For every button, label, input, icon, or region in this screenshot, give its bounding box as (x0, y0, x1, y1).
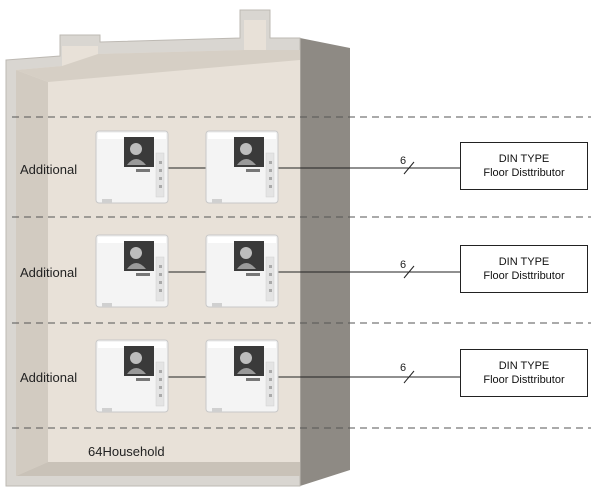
screen-face (240, 352, 252, 364)
handset-key (159, 265, 162, 268)
handset-key (269, 370, 272, 373)
left-inner-shade (16, 70, 48, 476)
handset-key (269, 394, 272, 397)
video-monitor (205, 234, 279, 308)
distributor-name: Floor Disttributor (483, 270, 565, 282)
handset-key (269, 273, 272, 276)
monitor-foot (102, 303, 112, 307)
video-monitor (95, 130, 169, 204)
distributor-type: DIN TYPE (498, 153, 550, 165)
top-ledge-shade (16, 50, 300, 82)
distributor-type: DIN TYPE (498, 256, 550, 268)
distributor-name: Floor Disttributor (483, 167, 565, 179)
video-monitor (205, 339, 279, 413)
handset-key (269, 265, 272, 268)
floor-label: Additional (20, 370, 78, 385)
floor-separators (12, 116, 591, 429)
floor-label: Additional (20, 265, 78, 280)
floor-distributor-box: DIN TYPE Floor Disttributor (460, 245, 588, 293)
handset-key (159, 185, 162, 188)
monitor-button-strip (246, 378, 260, 381)
distributor-type: DIN TYPE (498, 360, 550, 372)
handset-key (159, 394, 162, 397)
monitor-highlight (98, 237, 166, 243)
handset-key (269, 169, 272, 172)
handset-key (269, 386, 272, 389)
monitor-handset (265, 361, 275, 407)
monitor-highlight (208, 237, 276, 243)
monitor-foot (212, 408, 222, 412)
screen-face (240, 247, 252, 259)
handset-key (159, 273, 162, 276)
floor-row (95, 130, 460, 204)
handset-key (269, 289, 272, 292)
handset-key (159, 177, 162, 180)
video-monitor (95, 339, 169, 413)
screen-shoulders (237, 159, 256, 165)
screen-face (130, 247, 142, 259)
monitor-handset (155, 152, 165, 198)
household-count-label: 64Household (88, 444, 165, 459)
screen-face (240, 143, 252, 155)
monitor-foot (212, 199, 222, 203)
screen-shoulders (127, 368, 146, 374)
wire-count-slash (403, 265, 415, 279)
handset-key (159, 378, 162, 381)
floor-distributor-box: DIN TYPE Floor Disttributor (460, 349, 588, 397)
monitor-button-strip (246, 273, 260, 276)
handset-key (269, 281, 272, 284)
wire-count: 6 (400, 155, 407, 167)
screen-face (130, 352, 142, 364)
wire-count-slash (403, 161, 415, 175)
floor-row (95, 234, 460, 308)
screen-shoulders (237, 368, 256, 374)
screen-shoulders (237, 263, 256, 269)
monitor-highlight (208, 342, 276, 348)
handset-key (159, 161, 162, 164)
floor-row (95, 339, 460, 413)
monitor-foot (212, 303, 222, 307)
handset-key (159, 289, 162, 292)
monitor-foot (102, 408, 112, 412)
handset-key (269, 185, 272, 188)
handset-key (159, 169, 162, 172)
monitor-button-strip (136, 378, 150, 381)
screen-shoulders (127, 159, 146, 165)
monitor-highlight (98, 133, 166, 139)
video-monitor (95, 234, 169, 308)
distributor-name: Floor Disttributor (483, 374, 565, 386)
floor-label: Additional (20, 162, 78, 177)
monitor-highlight (98, 342, 166, 348)
video-monitor (205, 130, 279, 204)
building-right-wall (300, 38, 350, 486)
monitor-handset (155, 361, 165, 407)
monitor-handset (265, 152, 275, 198)
wire-count: 6 (400, 362, 407, 374)
handset-key (159, 281, 162, 284)
monitor-button-strip (136, 169, 150, 172)
handset-key (159, 370, 162, 373)
floor-groups (95, 130, 460, 413)
screen-shoulders (127, 263, 146, 269)
wire-count-slash (403, 370, 415, 384)
screen-face (130, 143, 142, 155)
handset-key (159, 386, 162, 389)
monitor-button-strip (136, 273, 150, 276)
monitor-handset (155, 256, 165, 302)
monitor-button-strip (246, 169, 260, 172)
floor-distributor-box: DIN TYPE Floor Disttributor (460, 142, 588, 190)
monitor-handset (265, 256, 275, 302)
handset-key (269, 161, 272, 164)
handset-key (269, 378, 272, 381)
floor-slab-shade (16, 462, 300, 476)
handset-key (269, 177, 272, 180)
monitor-foot (102, 199, 112, 203)
wire-count: 6 (400, 259, 407, 271)
monitor-highlight (208, 133, 276, 139)
